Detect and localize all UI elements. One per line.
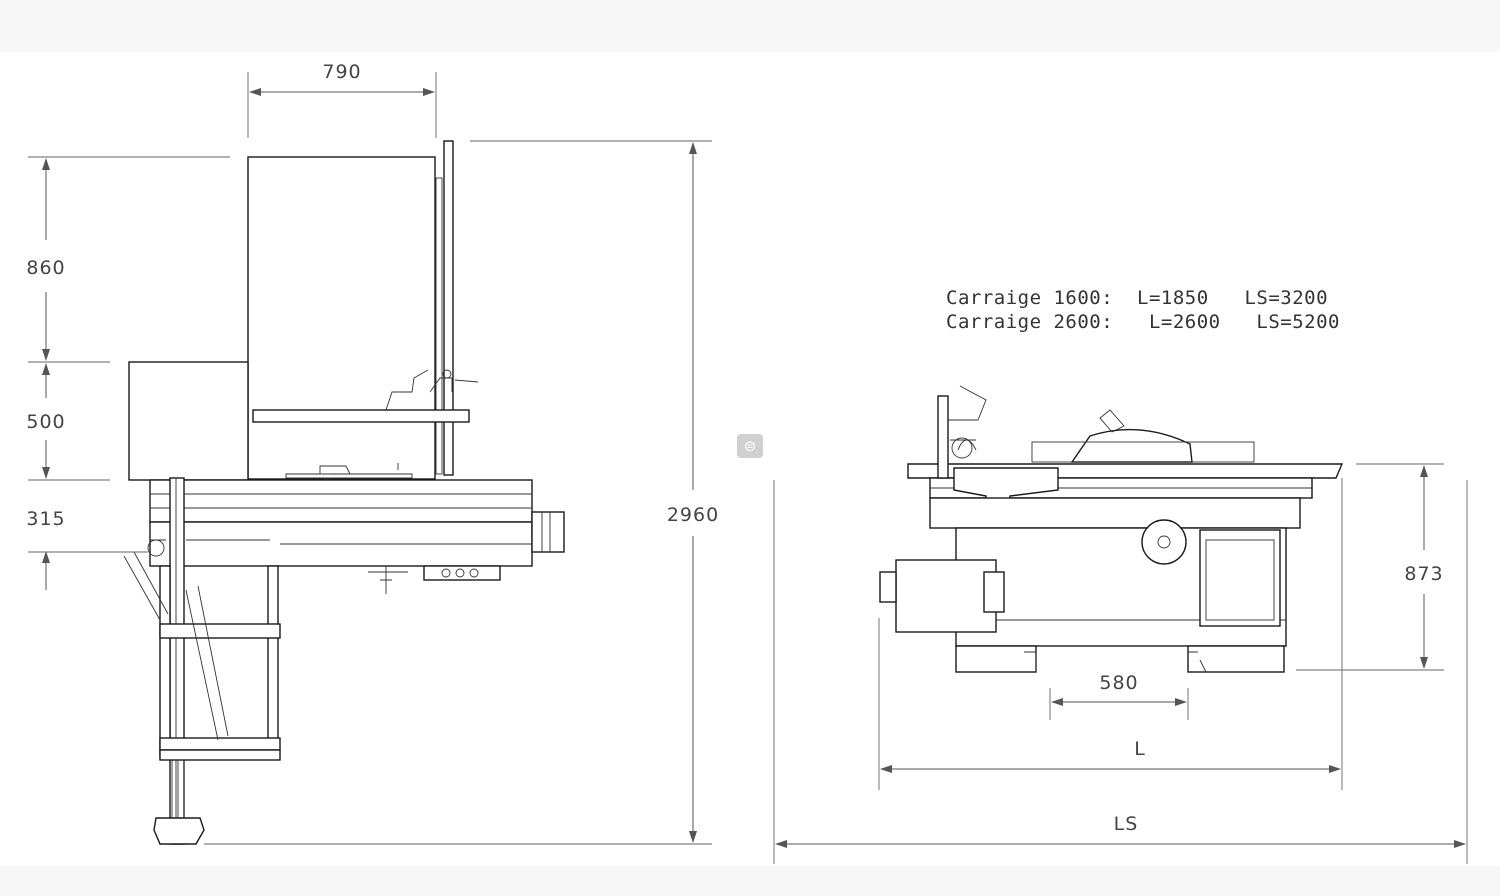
dim-790-label: 790: [322, 61, 361, 83]
outfeed-support: [531, 511, 565, 553]
dim-LS-label: LS: [1114, 813, 1139, 835]
dim-580-label: 580: [1099, 672, 1138, 694]
plan-view: [123, 140, 565, 845]
outrigger-bottom-bar: [159, 737, 281, 751]
foot-left: [955, 645, 1037, 673]
outrigger-leg-right: [267, 565, 279, 759]
sliding-carriage: [149, 479, 533, 523]
fence-cross-bar: [252, 409, 470, 423]
scoring-motor: [895, 559, 997, 633]
front-view: [879, 385, 1344, 673]
carriage-note-1600: Carraige 1600: L=1850 LS=3200: [946, 287, 1329, 309]
front-clamp: [948, 385, 987, 451]
plan-view-dimensions: 790 860 500 315 2960: [26, 61, 719, 845]
fence-post: [937, 395, 949, 479]
handwheel: [368, 566, 408, 594]
control-panel: [423, 565, 501, 581]
dim-500-label: 500: [26, 411, 65, 433]
dim-2960-label: 2960: [667, 504, 719, 526]
dim-860-label: 860: [26, 257, 65, 279]
stop-head: [153, 817, 205, 845]
telescopic-arm: [123, 551, 229, 741]
height-handwheel: [1141, 519, 1187, 565]
carriage-note-2600: Carraige 2600: L=2600 LS=5200: [946, 311, 1340, 333]
front-view-dimensions: 873 580 L LS: [773, 463, 1468, 864]
rip-fence-rail: [443, 140, 454, 476]
outrigger-crossbar: [159, 623, 281, 639]
dim-L-label: L: [1134, 738, 1146, 760]
dim-873-label: 873: [1404, 563, 1443, 585]
brand-logo-icon: ⊜: [737, 434, 763, 458]
foot-right: [1187, 645, 1285, 673]
top-margin-band: [0, 0, 1500, 52]
electrical-box: [1199, 529, 1281, 627]
left-side-table: [128, 361, 249, 481]
extension-table: [247, 156, 436, 480]
mitre-gauge: [285, 465, 413, 479]
bottom-margin-band: [0, 866, 1500, 896]
dim-315-label: 315: [26, 508, 65, 530]
outrigger-leg-left: [159, 565, 171, 759]
blade-guard: [1070, 428, 1193, 463]
rip-fence-bar: [435, 177, 443, 475]
